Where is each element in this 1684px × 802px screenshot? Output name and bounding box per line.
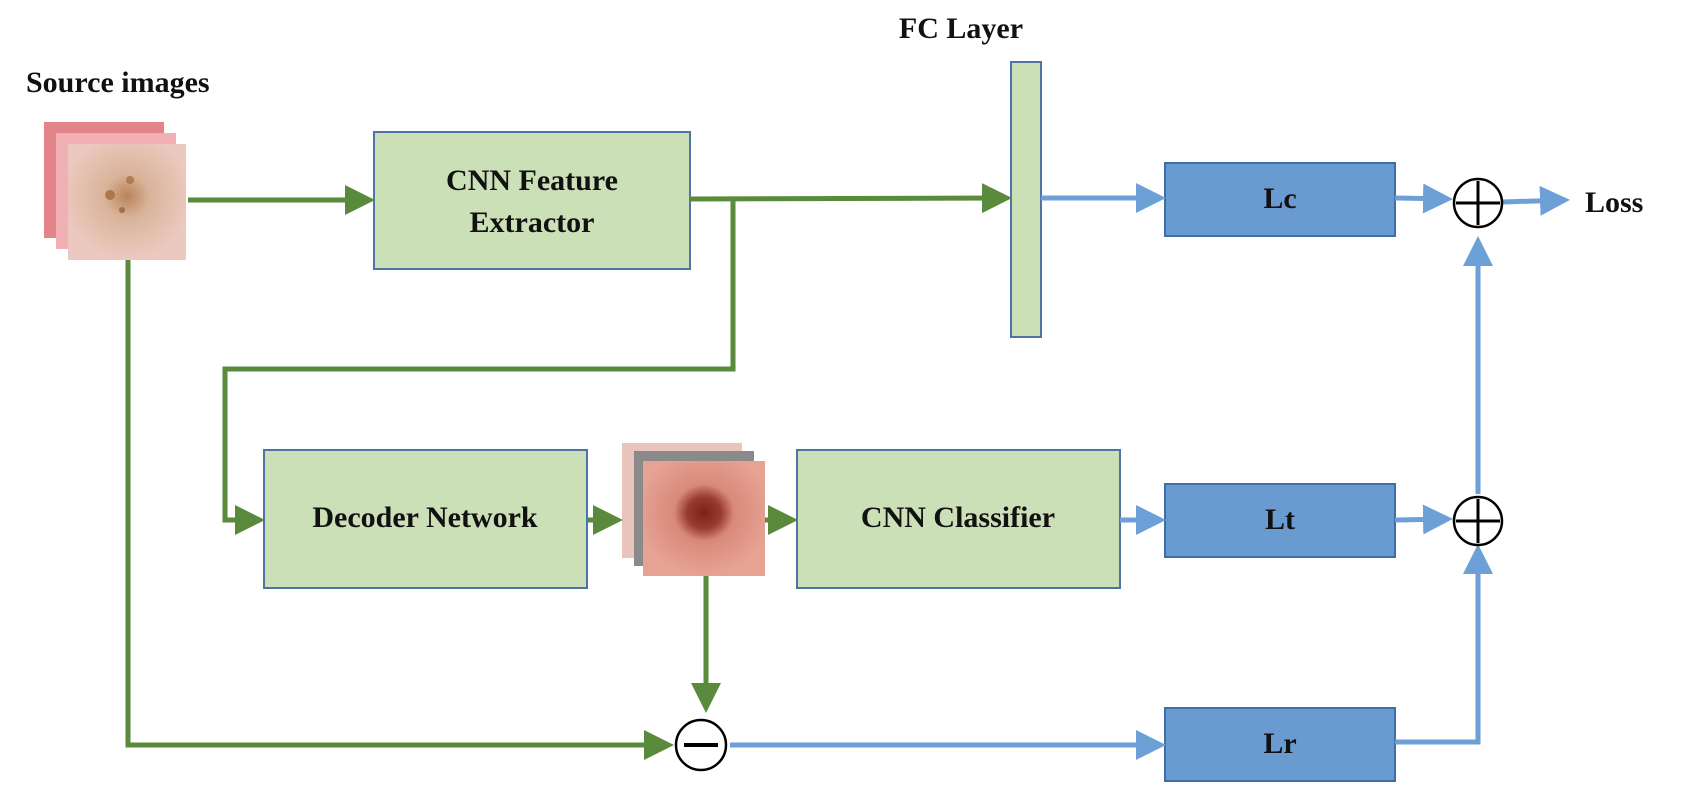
decoder-network-label: Decoder Network [312,501,538,534]
arrow-lt-to-sum [1394,504,1453,535]
lr-loss-box: Lr [1164,707,1396,782]
cnn-feature-line1: CNN Feature [446,164,618,197]
cnn-feature-line2: Extractor [470,206,595,239]
arrow-lc-to-sum [1394,183,1453,214]
reconstructed-image-stack-icon [622,443,765,576]
sum-operator-bottom-icon [1452,495,1504,547]
arrow-extractor-to-fc [689,183,1012,214]
source-images-label: Source images [26,66,210,99]
lc-loss-box: Lc [1164,162,1396,237]
fc-layer-bar [1010,61,1042,338]
arrow-source-to-difference [125,260,674,760]
lt-loss-box: Lt [1164,483,1396,558]
arrow-lr-to-sum [1395,544,1493,745]
arrow-sum-to-loss [1502,185,1570,216]
sum-operator-top-icon [1452,177,1504,229]
decoder-network-box: Decoder Network [263,449,588,589]
loss-label: Loss [1585,186,1643,219]
cnn-classifier-label: CNN Classifier [861,501,1055,534]
lr-label: Lr [1263,727,1296,760]
fc-layer-label: FC Layer [899,12,1023,45]
source-image-stack-icon [44,122,186,260]
cnn-classifier-box: CNN Classifier [796,449,1121,589]
cnn-feature-extractor-box: CNN Feature Extractor [373,131,691,270]
lc-label: Lc [1263,182,1296,215]
arrow-extractor-to-decoder [222,199,736,535]
difference-operator-icon [674,718,728,772]
lt-label: Lt [1265,503,1295,536]
